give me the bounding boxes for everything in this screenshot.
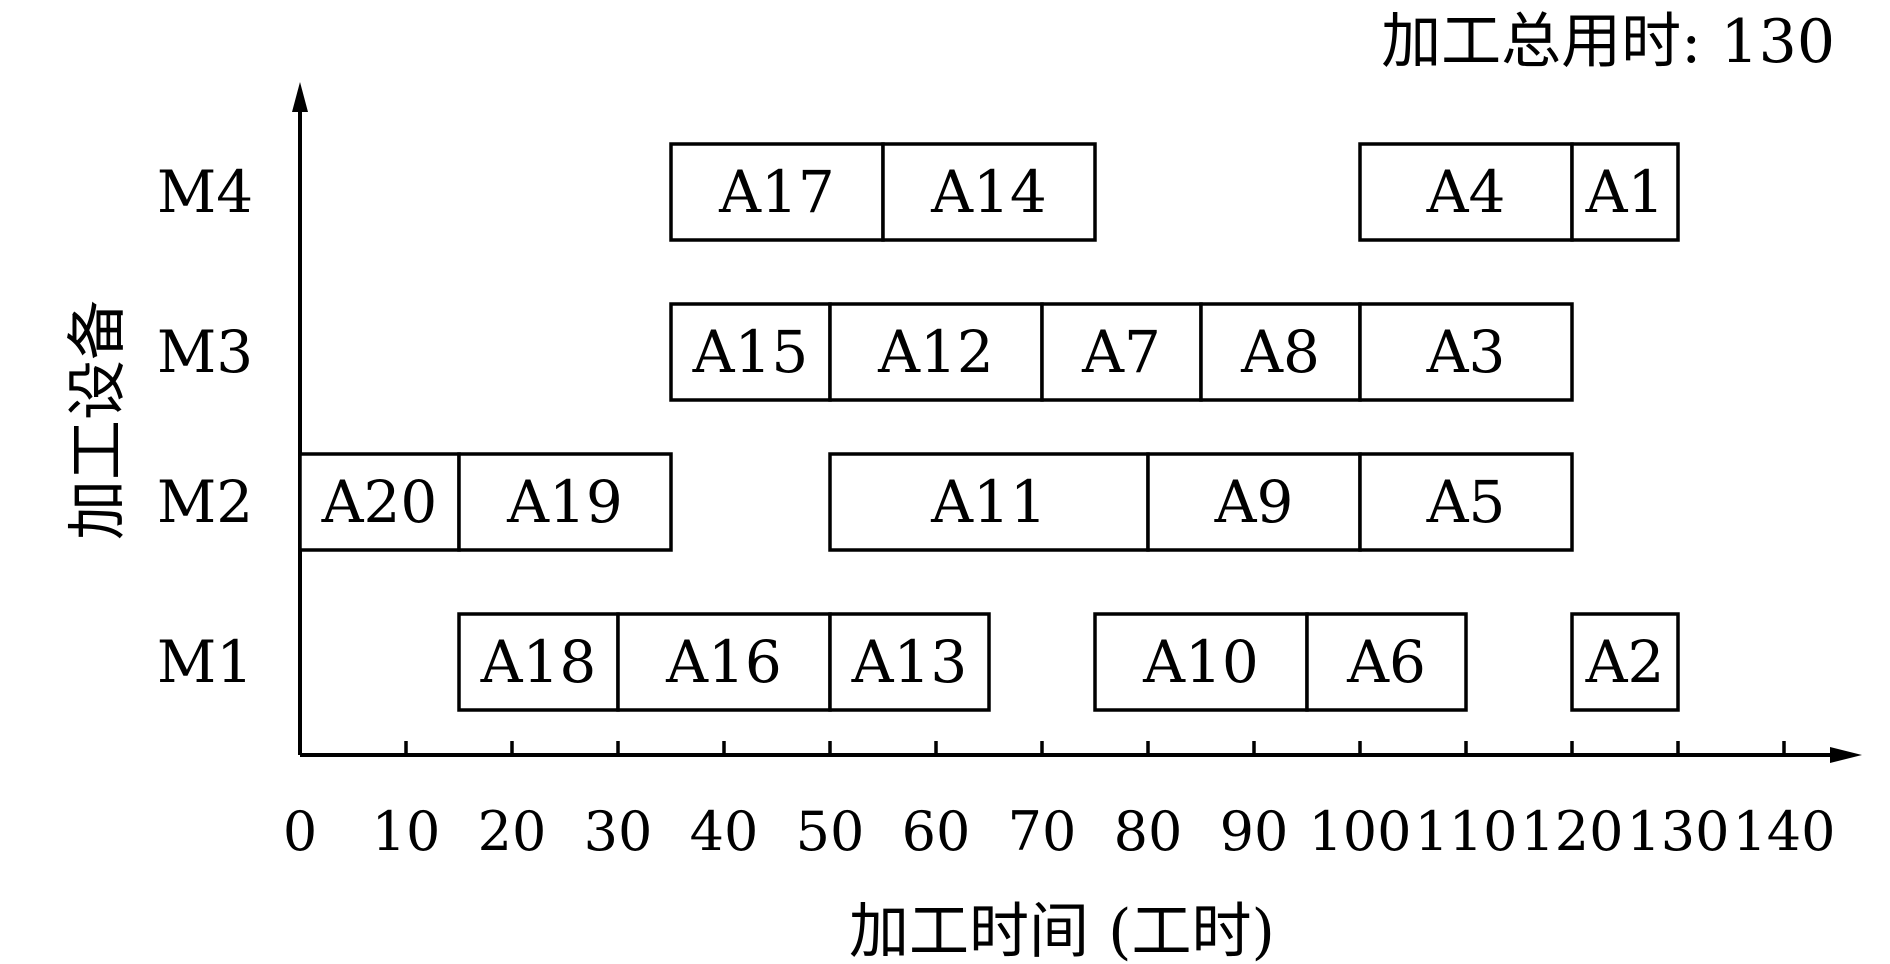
task-bar-a5	[1358, 452, 1574, 552]
task-bar-a15	[669, 302, 832, 402]
x-tick-label: 60	[902, 800, 971, 863]
machine-labels: M1 M2 M3 M4	[157, 158, 253, 696]
x-tick-label: 10	[372, 800, 441, 863]
x-tick-label: 80	[1114, 800, 1183, 863]
task-label-a8: A8	[1240, 318, 1320, 386]
task-label-a16: A16	[665, 628, 782, 696]
task-bar-a2	[1570, 612, 1680, 712]
task-label-a3: A3	[1426, 318, 1506, 386]
task-bar-a14	[881, 142, 1097, 242]
task-bar-a6	[1305, 612, 1468, 712]
task-bar-a8	[1199, 302, 1362, 402]
y-axis-arrow	[292, 82, 308, 112]
task-bar-a9	[1146, 452, 1362, 552]
task-label-a4: A4	[1426, 158, 1506, 226]
task-bar-a17	[669, 142, 885, 242]
task-label-a19: A19	[506, 468, 623, 536]
task-label-a14: A14	[930, 158, 1047, 226]
task-bar-a4	[1358, 142, 1574, 242]
x-tick-label: 120	[1520, 800, 1623, 863]
task-bar-a12	[828, 302, 1044, 402]
task-label-a9: A9	[1214, 468, 1294, 536]
task-label-a18: A18	[480, 628, 597, 696]
task-bar-a19	[457, 452, 673, 552]
task-label-a11: A11	[930, 468, 1047, 536]
total-time-label: 加工总用时: 130	[1381, 7, 1835, 77]
x-tick-label: 130	[1626, 800, 1729, 863]
task-label-a6: A6	[1346, 628, 1426, 696]
task-label-a7: A7	[1081, 318, 1161, 386]
task-label-a2: A2	[1585, 628, 1665, 696]
task-bar-a16	[616, 612, 832, 712]
task-label-a1: A1	[1585, 158, 1665, 226]
task-label-a5: A5	[1426, 468, 1506, 536]
machine-label-m3: M3	[157, 318, 253, 386]
y-axis-title: 加工设备	[63, 300, 133, 540]
x-tick-label: 70	[1008, 800, 1077, 863]
x-tick-label: 40	[690, 800, 759, 863]
machine-label-m4: M4	[157, 158, 253, 226]
x-tick-label: 110	[1414, 800, 1517, 863]
x-tick-label: 100	[1308, 800, 1411, 863]
task-label-a20: A20	[321, 468, 438, 536]
x-tick-label: 140	[1732, 800, 1835, 863]
task-label-a15: A15	[692, 318, 809, 386]
task-label-a17: A17	[718, 158, 835, 226]
x-tick-label: 50	[796, 800, 865, 863]
task-label-a10: A10	[1142, 628, 1259, 696]
x-tick-label: 30	[584, 800, 653, 863]
x-tick-label: 90	[1220, 800, 1289, 863]
task-label-a13: A13	[851, 628, 968, 696]
task-bar-a3	[1358, 302, 1574, 402]
machine-label-m2: M2	[157, 468, 253, 536]
machine-label-m1: M1	[157, 628, 253, 696]
x-tick-label: 0	[283, 800, 317, 863]
x-axis-arrow	[1830, 747, 1862, 763]
x-axis-title: 加工时间 (工时)	[849, 897, 1275, 964]
task-bar-a13	[828, 612, 991, 712]
axes	[292, 82, 1862, 763]
task-label-a12: A12	[877, 318, 994, 386]
task-bars: A18 A16 A13 A10 A6 A2 A20 A19 A11 A9 A5 A15 A12 A7 A8 A…	[298, 142, 1680, 712]
x-tick-label: 20	[478, 800, 547, 863]
task-bar-a10	[1093, 612, 1309, 712]
task-bar-a1	[1570, 142, 1680, 242]
